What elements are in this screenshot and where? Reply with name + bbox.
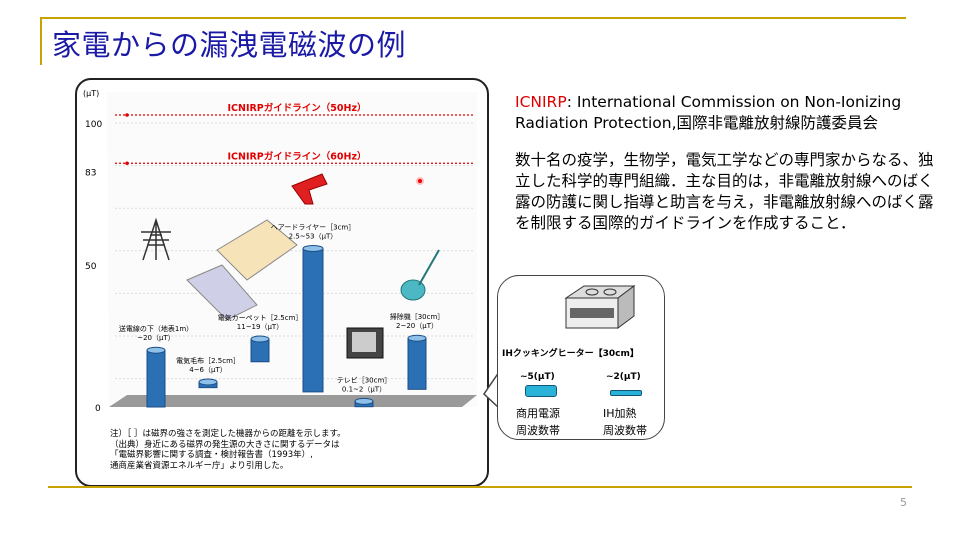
bar-top [146, 346, 166, 354]
title-rule [40, 17, 906, 19]
bar-range-label: 11~19（μT） [237, 323, 283, 331]
bar [146, 349, 166, 408]
guideline-label: ICNIRPガイドライン（60Hz） [228, 150, 367, 162]
icnirp-body: 数十名の疫学，生物学，電気工学などの専門家からなる、独立した科学的専門組織．主な… [515, 151, 934, 232]
guideline-label: ICNIRPガイドライン（50Hz） [228, 102, 367, 114]
bar-range-label: 4~6（μT） [189, 366, 227, 374]
callout-label: 周波数帯 [603, 424, 647, 437]
note-line: 注）［ ］は磁界の強さを測定した機器からの距離を示します。 [110, 429, 346, 439]
ih-heater-callout: IHクッキングヒーター【30cm】 ~5(μT) ~2(μT) 商用電源 IH加… [497, 275, 665, 440]
hair-dryer-icon [291, 173, 328, 205]
icnirp-definition: : International Commission on Non-Ionizi… [515, 93, 902, 132]
bar [302, 247, 324, 393]
vacuum-cleaner-icon [400, 279, 426, 301]
callout-bar [610, 390, 642, 396]
y-tick-label: 50 [85, 262, 97, 272]
callout-pointer [483, 371, 500, 409]
bar-top [407, 334, 427, 342]
bar-top [250, 335, 270, 343]
callout-label: 商用電源 [516, 407, 560, 420]
callout-device: IHクッキングヒーター【30cm】 [502, 349, 639, 359]
electric-blanket-icon [186, 264, 258, 321]
chart-svg: (μT) 0 50 83 100 ICNIRPガイドライン（50Hz） ICNIRPガイドラ… [83, 89, 477, 414]
bar-name-label: 送電線の下（地表1m） [119, 324, 193, 333]
bar-name-label: 掃除機［30cm］ [390, 312, 445, 321]
emf-chart: (μT) 0 50 83 100 ICNIRPガイドライン（50Hz） ICNIRPガイドラ… [75, 78, 489, 487]
guideline-marker [125, 113, 129, 117]
y-unit-label: (μT) [83, 89, 99, 98]
television-screen [352, 332, 376, 352]
bar-range-label: 2.5~53（μT） [289, 232, 338, 240]
page-number: 5 [900, 496, 907, 509]
bar [407, 337, 427, 390]
callout-value: ~2(μT) [606, 372, 641, 382]
bar-top [302, 244, 324, 252]
bar-range-label: 2~20（μT） [396, 322, 438, 330]
bar-range-label: ~20（μT） [137, 334, 175, 342]
callout-value: ~5(μT) [520, 372, 555, 382]
y-tick-label: 100 [85, 120, 102, 130]
callout-label: IH加熱 [603, 407, 637, 420]
bar-range-label: 0.1~2（μT） [342, 385, 386, 393]
bar-top [198, 378, 218, 386]
note-line: 通商産業省資源エネルギー庁」より引用した。 [110, 460, 289, 471]
vacuum-hose [418, 249, 440, 286]
chart-wall [107, 92, 477, 407]
pointer-dot [416, 177, 424, 185]
bar-name-label: テレビ［30cm］ [337, 375, 392, 384]
title-accent-bar [40, 17, 42, 65]
note-line: （出典）身近にある磁界の発生源の大きさに関するデータは [110, 439, 340, 450]
guideline-marker [125, 161, 129, 166]
callout-label: 周波数帯 [516, 424, 560, 437]
chart-floor [109, 395, 477, 407]
icnirp-acronym: ICNIRP [515, 93, 567, 111]
bar-name-label: ヘアードライヤー［3cm］ [271, 223, 356, 231]
description: ICNIRP: International Commission on Non-… [515, 92, 935, 250]
bar-name-label: 電気カーペット［2.5cm］ [218, 313, 303, 322]
power-tower-icon [141, 217, 171, 261]
note-line: 「電磁界影響に関する調査・検討報告書（1993年）, [110, 450, 313, 460]
callout-bar [525, 385, 557, 397]
chart-note: 注）［ ］は磁界の強さを測定した機器からの距離を示します。 （出典）身近にある磁… [110, 429, 346, 471]
slide-title: 家電からの漏洩電磁波の例 [52, 28, 407, 62]
electric-carpet-icon [216, 219, 298, 281]
ih-heater-icon [564, 285, 636, 329]
y-tick-label: 0 [95, 404, 101, 414]
footer-rule [48, 486, 912, 488]
y-tick-label: 83 [85, 168, 96, 178]
bar-top [354, 397, 374, 405]
bar-name-label: 電気毛布［2.5cm］ [176, 356, 240, 365]
